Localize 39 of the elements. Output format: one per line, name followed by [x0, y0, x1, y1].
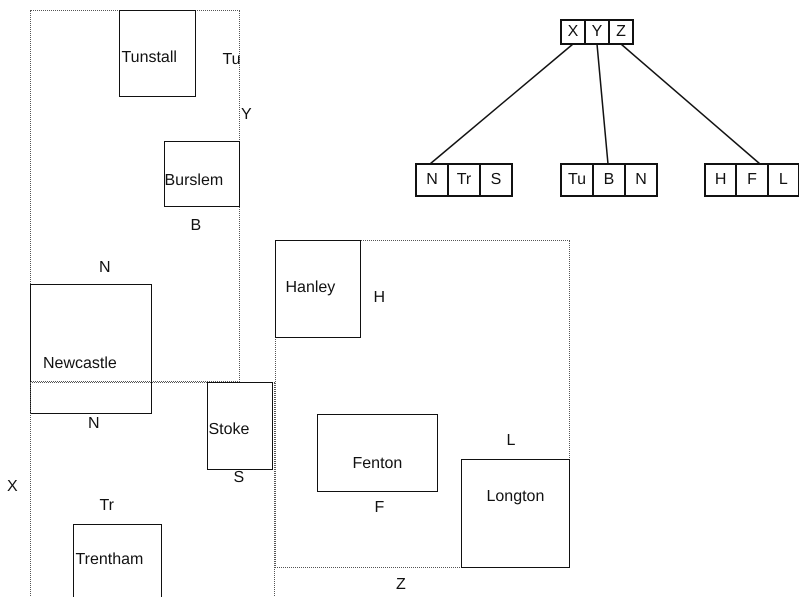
- tree-entry-cell: L: [768, 164, 799, 196]
- tree-entry-cell: N: [625, 164, 657, 196]
- tree-entry-cell: Z: [609, 20, 633, 44]
- entry-label: L: [506, 432, 516, 450]
- region-label: Y: [241, 106, 252, 124]
- place-name: Stoke: [208, 420, 250, 438]
- place-name: Longton: [486, 488, 544, 506]
- tree-entry-cell: F: [736, 164, 768, 196]
- tree-entry-cell: B: [593, 164, 625, 196]
- entry-label: F: [374, 498, 384, 516]
- entry-label: Tu: [222, 50, 241, 68]
- tree-node: [561, 164, 657, 196]
- place-name: Hanley: [286, 278, 336, 296]
- entry-label: H: [374, 288, 386, 306]
- tree-node: [561, 20, 633, 44]
- entry-label: S: [234, 468, 244, 486]
- tree-entry-cell: H: [705, 164, 736, 196]
- tree-link: [596, 44, 609, 164]
- entry-label: N: [99, 259, 111, 277]
- place-name: Burslem: [164, 172, 224, 190]
- tree-link: [620, 43, 760, 165]
- tree-entry-cell: X: [561, 20, 585, 44]
- place-name: Newcastle: [43, 355, 117, 373]
- tree-link: [430, 43, 574, 165]
- place-name: Trentham: [76, 550, 144, 568]
- entry-label: B: [190, 216, 202, 234]
- tree-entry-cell: Y: [585, 20, 609, 44]
- tree-entry-cell: Tu: [561, 164, 593, 196]
- place-name: Tunstall: [122, 48, 177, 66]
- tree-entry-cell: S: [480, 164, 512, 196]
- entry-label: N: [88, 415, 100, 433]
- tree-entry-cell: N: [416, 164, 448, 196]
- region-label: X: [7, 478, 18, 496]
- tree-entry-cell: Tr: [448, 164, 480, 196]
- entry-label: Tr: [100, 496, 114, 514]
- region-label: Z: [396, 576, 406, 594]
- tree-node: [416, 164, 512, 196]
- place-name: Fenton: [352, 454, 402, 472]
- tree-node: [705, 164, 799, 196]
